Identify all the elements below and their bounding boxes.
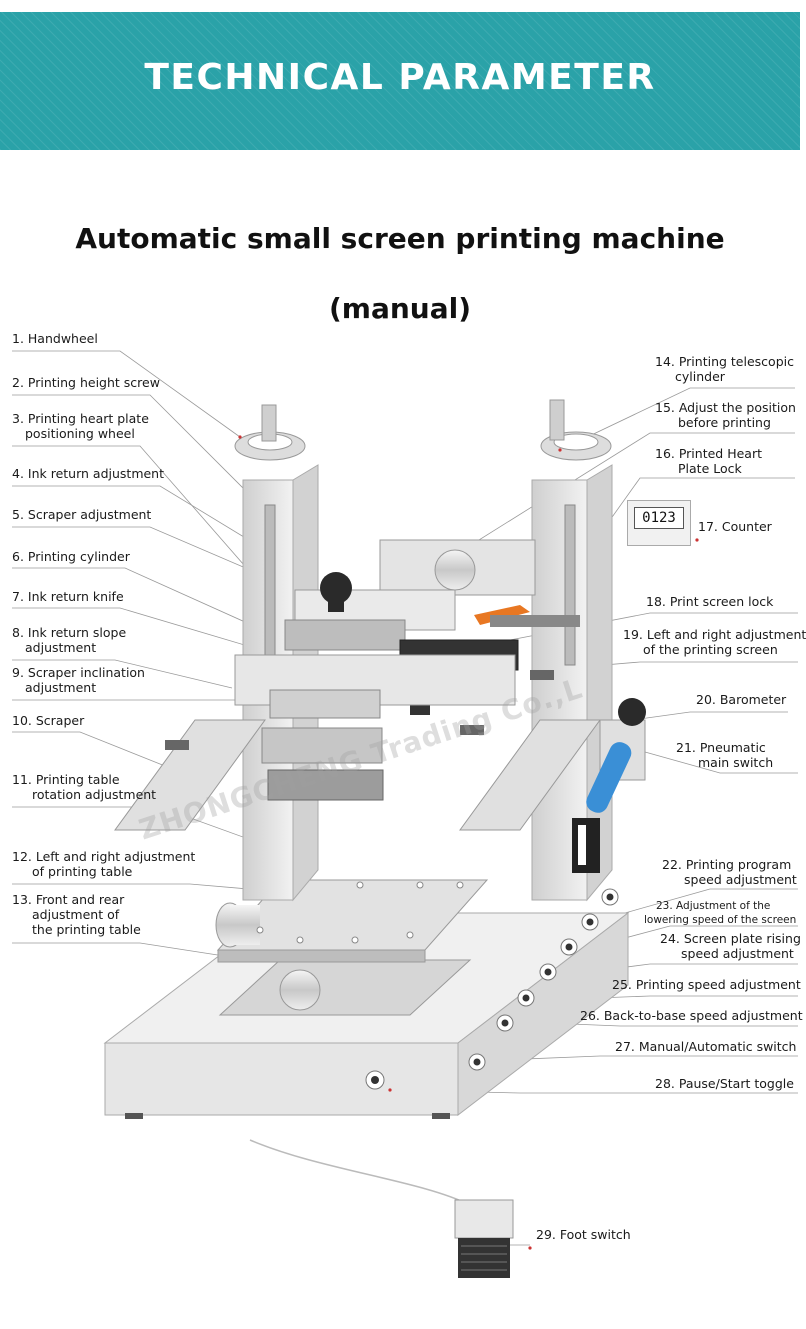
label-handwheel: 1. Handwheel [12,331,98,346]
banner-title: TECHNICAL PARAMETER [144,56,656,98]
label-print-screen-lock: 18. Print screen lock [646,594,774,609]
label-printing-cylinder: 6. Printing cylinder [12,549,130,564]
counter-device: 0123 [627,500,691,546]
label-barometer: 20. Barometer [696,692,787,707]
label-printing-speed: 25. Printing speed adjustment [612,977,801,992]
header-banner: TECHNICAL PARAMETER [0,12,800,150]
label-manual-automatic-switch: 27. Manual/Automatic switch [615,1039,797,1054]
left-column [234,404,319,902]
label-pause-start-toggle: 28. Pause/Start toggle [655,1076,794,1091]
side-rails [114,670,601,831]
foot-switch [249,1139,514,1278]
label-foot-switch: 29. Foot switch [536,1227,631,1242]
label-counter: 17. Counter [698,519,772,534]
pneumatic-unit [572,698,646,873]
page-title: Automatic small screen printing machine [75,222,725,255]
counter-display: 0123 [634,507,684,529]
label-scraper-adjustment: 5. Scraper adjustment [12,507,152,522]
label-ink-return-adjustment: 4. Ink return adjustment [12,466,165,481]
page-subtitle: (manual) [328,292,472,325]
label-printing-height-screw: 2. Printing height screw [12,375,160,390]
label-back-to-base-speed: 26. Back-to-base speed adjustment [580,1008,803,1023]
label-ink-return-knife: 7. Ink return knife [12,589,124,604]
label-scraper: 10. Scraper [12,713,85,728]
leader-endpoints [238,435,699,1250]
leader-lines [12,350,321,961]
print-head-assembly [234,539,580,801]
